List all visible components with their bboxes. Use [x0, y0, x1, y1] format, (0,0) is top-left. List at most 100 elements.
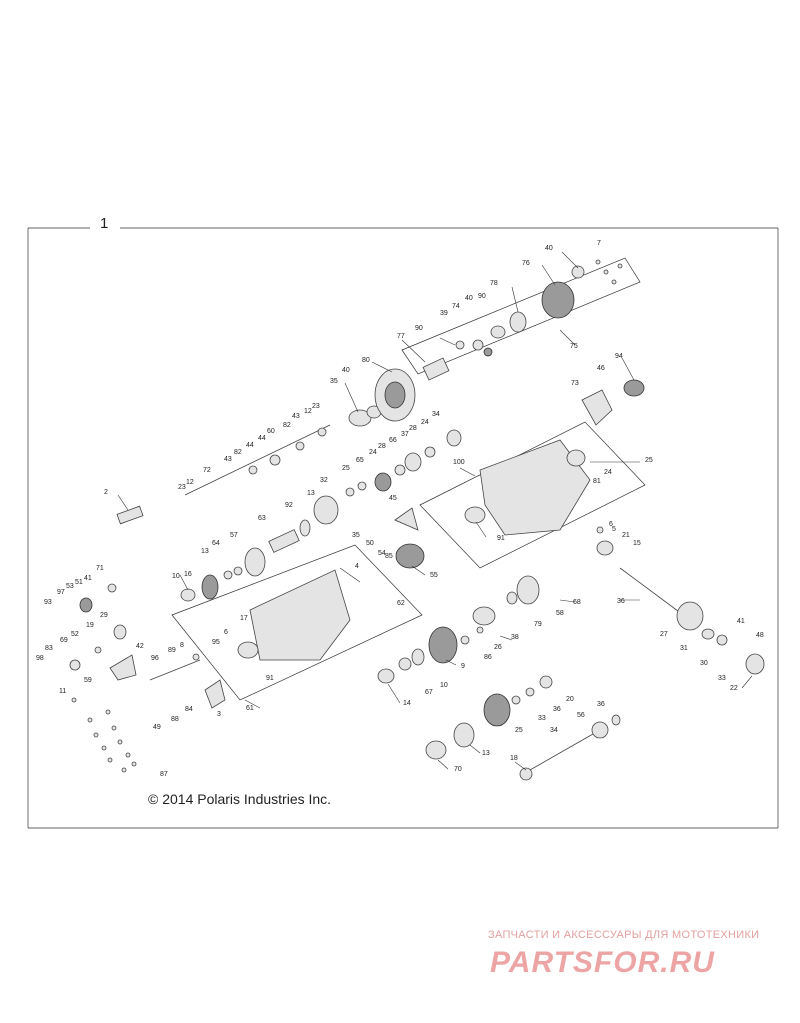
callout-label: 96 — [151, 655, 159, 662]
callout-label: 53 — [66, 583, 74, 590]
callout-label: 33 — [538, 715, 546, 722]
callout-label: 30 — [700, 660, 708, 667]
callout-label: 15 — [633, 540, 641, 547]
callout-label: 18 — [510, 755, 518, 762]
assembly-frame — [27, 227, 779, 829]
callout-label: 10 — [172, 573, 180, 580]
callout-label: 41 — [737, 618, 745, 625]
callout-label: 80 — [362, 357, 370, 364]
callout-label: 19 — [86, 622, 94, 629]
callout-label: 4 — [355, 563, 359, 570]
callout-label: 44 — [258, 435, 266, 442]
callout-label: 61 — [246, 705, 254, 712]
callout-label: 86 — [484, 654, 492, 661]
callout-label: 20 — [566, 696, 574, 703]
callout-label: 58 — [556, 610, 564, 617]
copyright-text: © 2014 Polaris Industries Inc. — [148, 791, 332, 807]
callout-label: 72 — [203, 467, 211, 474]
callout-label: 9 — [461, 663, 465, 670]
callout-label: 34 — [550, 727, 558, 734]
left-small-parts — [69, 505, 226, 773]
callout-label: 2 — [104, 489, 108, 496]
callout-label: 16 — [184, 571, 192, 578]
callout-label: 8 — [180, 642, 184, 649]
callout-label: 52 — [71, 631, 79, 638]
svg-text:PARTSFOR.RU: PARTSFOR.RU — [490, 946, 715, 979]
callout-label: 81 — [593, 478, 601, 485]
callout-label: 31 — [680, 645, 688, 652]
callout-label: 43 — [224, 456, 232, 463]
callout-label: 57 — [230, 532, 238, 539]
callout-label: 48 — [756, 632, 764, 639]
bolt-group — [71, 697, 137, 773]
housing-parts — [237, 439, 591, 661]
callout-label: 17 — [240, 615, 248, 622]
callout-label: 38 — [511, 634, 519, 641]
callout-label: 28 — [409, 425, 417, 432]
callout-label: 93 — [44, 599, 52, 606]
callout-label: 3 — [217, 711, 221, 718]
callout-label: 66 — [389, 437, 397, 444]
callout-label: 40 — [342, 367, 350, 374]
callout-label: 50 — [366, 540, 374, 547]
callout-labels: 40 7 76 78 90 40 39 74 75 77 90 80 40 35… — [36, 240, 764, 778]
callout-label: 90 — [478, 293, 486, 300]
callout-label: 24 — [421, 419, 429, 426]
callout-label: 12 — [304, 408, 312, 415]
callout-label: 51 — [75, 579, 83, 586]
callout-label: 69 — [60, 637, 68, 644]
callout-label: 95 — [212, 639, 220, 646]
callout-label: 44 — [246, 442, 254, 449]
callout-label: 41 — [84, 575, 92, 582]
leader-lines — [117, 251, 753, 771]
callout-label: 5 — [612, 526, 616, 533]
callout-label: 55 — [430, 572, 438, 579]
callout-label: 87 — [160, 771, 168, 778]
callout-label: 92 — [285, 502, 293, 509]
callout-label: 43 — [292, 413, 300, 420]
callout-label: 56 — [577, 712, 585, 719]
callout-label: 42 — [136, 643, 144, 650]
callout-label: 32 — [320, 477, 328, 484]
callout-label: 13 — [201, 548, 209, 555]
callout-label: 77 — [397, 333, 405, 340]
callout-label: 24 — [369, 449, 377, 456]
callout-label: 100 — [453, 459, 465, 466]
callout-label: 46 — [597, 365, 605, 372]
callout-label: 22 — [730, 685, 738, 692]
callout-label: 74 — [452, 303, 460, 310]
callout-label: 82 — [283, 422, 291, 429]
callout-label: 76 — [522, 260, 530, 267]
callout-label: 6 — [609, 521, 613, 528]
callout-label: 28 — [378, 443, 386, 450]
lower-gear-assembly — [377, 526, 765, 781]
callout-label: 84 — [185, 706, 193, 713]
callout-label: 25 — [645, 457, 653, 464]
assembly-number: 1 — [96, 215, 113, 232]
callout-label: 71 — [96, 565, 104, 572]
callout-label: 91 — [266, 675, 274, 682]
callout-label: 82 — [234, 449, 242, 456]
callout-label: 75 — [570, 343, 578, 350]
callout-label: 24 — [604, 469, 612, 476]
callout-label: 36 — [597, 701, 605, 708]
callout-label: 62 — [397, 600, 405, 607]
callout-label: 65 — [356, 457, 364, 464]
callout-label: 23 — [312, 403, 320, 410]
callout-label: 73 — [571, 380, 579, 387]
callout-label: 26 — [494, 644, 502, 651]
callout-label: 97 — [57, 589, 65, 596]
callout-label: 36 — [553, 706, 561, 713]
callout-label: 60 — [267, 428, 275, 435]
callout-label: 40 — [465, 295, 473, 302]
watermark-tagline: ЗАПЧАСТИ И АКСЕССУАРЫ ДЛЯ МОТОТЕХНИКИ — [488, 929, 760, 941]
callout-label: 90 — [415, 325, 423, 332]
callout-label: 54 — [378, 550, 386, 557]
callout-label: 89 — [168, 647, 176, 654]
callout-label: 25 — [342, 465, 350, 472]
middle-shaft-assembly — [180, 424, 462, 602]
callout-label: 7 — [597, 240, 601, 247]
upper-shaft-assembly — [348, 259, 645, 427]
callout-label: 88 — [171, 716, 179, 723]
callout-label: 83 — [45, 645, 53, 652]
